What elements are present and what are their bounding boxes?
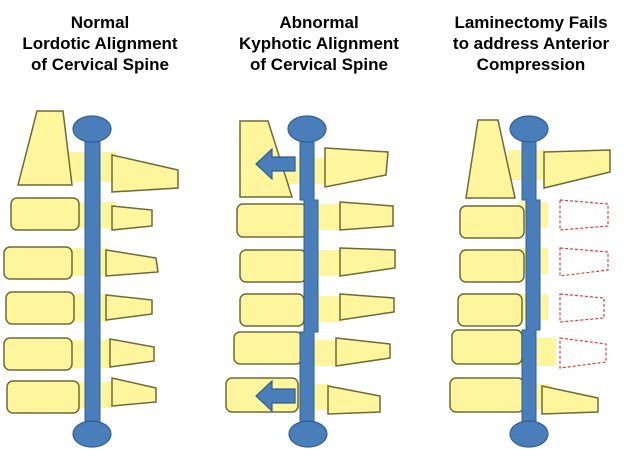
vertebral-body bbox=[233, 331, 303, 365]
lamina bbox=[109, 338, 155, 368]
vertebral-body bbox=[465, 119, 516, 199]
lamina bbox=[327, 385, 381, 415]
lamina bbox=[324, 147, 389, 188]
lamina bbox=[111, 205, 153, 231]
cord-cap-top bbox=[509, 115, 549, 143]
lamina bbox=[543, 149, 611, 189]
lamina bbox=[111, 154, 179, 193]
cord-cap-top bbox=[72, 115, 112, 143]
vertebral-body bbox=[3, 337, 73, 371]
spinal-cord bbox=[72, 115, 112, 448]
lamina bbox=[111, 377, 157, 407]
arrow-left-icon bbox=[255, 147, 296, 181]
panel-laminectomy bbox=[449, 115, 611, 448]
lamina bbox=[339, 247, 396, 277]
title-line: Kyphotic Alignment bbox=[239, 34, 399, 53]
panel-title-laminectomy: Laminectomy Fails to address Anterior Co… bbox=[431, 12, 631, 75]
vertebral-body bbox=[3, 246, 73, 280]
lamina bbox=[541, 385, 599, 415]
removed-lamina bbox=[559, 199, 609, 231]
vertebral-bodies bbox=[449, 119, 525, 413]
removed-lamina bbox=[559, 247, 609, 277]
vertebral-body bbox=[459, 249, 525, 283]
vertebral-body bbox=[6, 380, 80, 414]
title-line: Laminectomy Fails bbox=[454, 13, 608, 32]
cord-cap-bottom bbox=[72, 420, 112, 448]
vertebral-body bbox=[236, 203, 308, 238]
title-line: Normal bbox=[70, 13, 130, 32]
vertebral-body bbox=[10, 197, 80, 231]
cord-cap-bottom bbox=[509, 420, 549, 448]
vertebral-body bbox=[17, 110, 73, 186]
vertebral-body bbox=[459, 205, 525, 239]
cord-cap-bottom bbox=[288, 420, 328, 448]
panel-title-abnormal: Abnormal Kyphotic Alignment of Cervical … bbox=[219, 12, 419, 75]
title-line: Lordotic Alignment bbox=[22, 34, 178, 53]
vertebral-body bbox=[5, 291, 75, 325]
lamina bbox=[339, 201, 394, 231]
arrow-left-icon bbox=[255, 379, 296, 413]
vertebral-bodies bbox=[3, 110, 80, 414]
vertebral-body bbox=[239, 249, 307, 283]
panel-normal bbox=[3, 110, 179, 448]
vertebral-body bbox=[239, 293, 305, 327]
panel-abnormal bbox=[225, 115, 396, 448]
spinal-cord bbox=[509, 115, 549, 448]
title-line: to address Anterior bbox=[452, 34, 610, 53]
panel-title-normal: Normal Lordotic Alignment of Cervical Sp… bbox=[0, 12, 200, 75]
laminae bbox=[324, 147, 396, 415]
title-line: of Cervical Spine bbox=[250, 55, 388, 74]
removed-lamina bbox=[559, 293, 605, 323]
lamina bbox=[339, 293, 395, 321]
title-line: Abnormal bbox=[279, 13, 359, 32]
lamina bbox=[105, 294, 153, 321]
removed-lamina bbox=[559, 337, 607, 369]
lamina bbox=[105, 249, 159, 277]
laminae bbox=[541, 149, 611, 415]
vertebral-body bbox=[451, 329, 523, 365]
title-line: Compression bbox=[476, 55, 586, 74]
cord-cap-top bbox=[287, 115, 327, 143]
laminae bbox=[105, 154, 179, 407]
spinal-cord bbox=[287, 115, 328, 448]
title-line: of Cervical Spine bbox=[31, 55, 169, 74]
vertebral-body bbox=[449, 377, 525, 413]
removed-laminae bbox=[559, 199, 609, 369]
vertebral-body bbox=[457, 293, 523, 327]
lamina bbox=[335, 337, 391, 367]
